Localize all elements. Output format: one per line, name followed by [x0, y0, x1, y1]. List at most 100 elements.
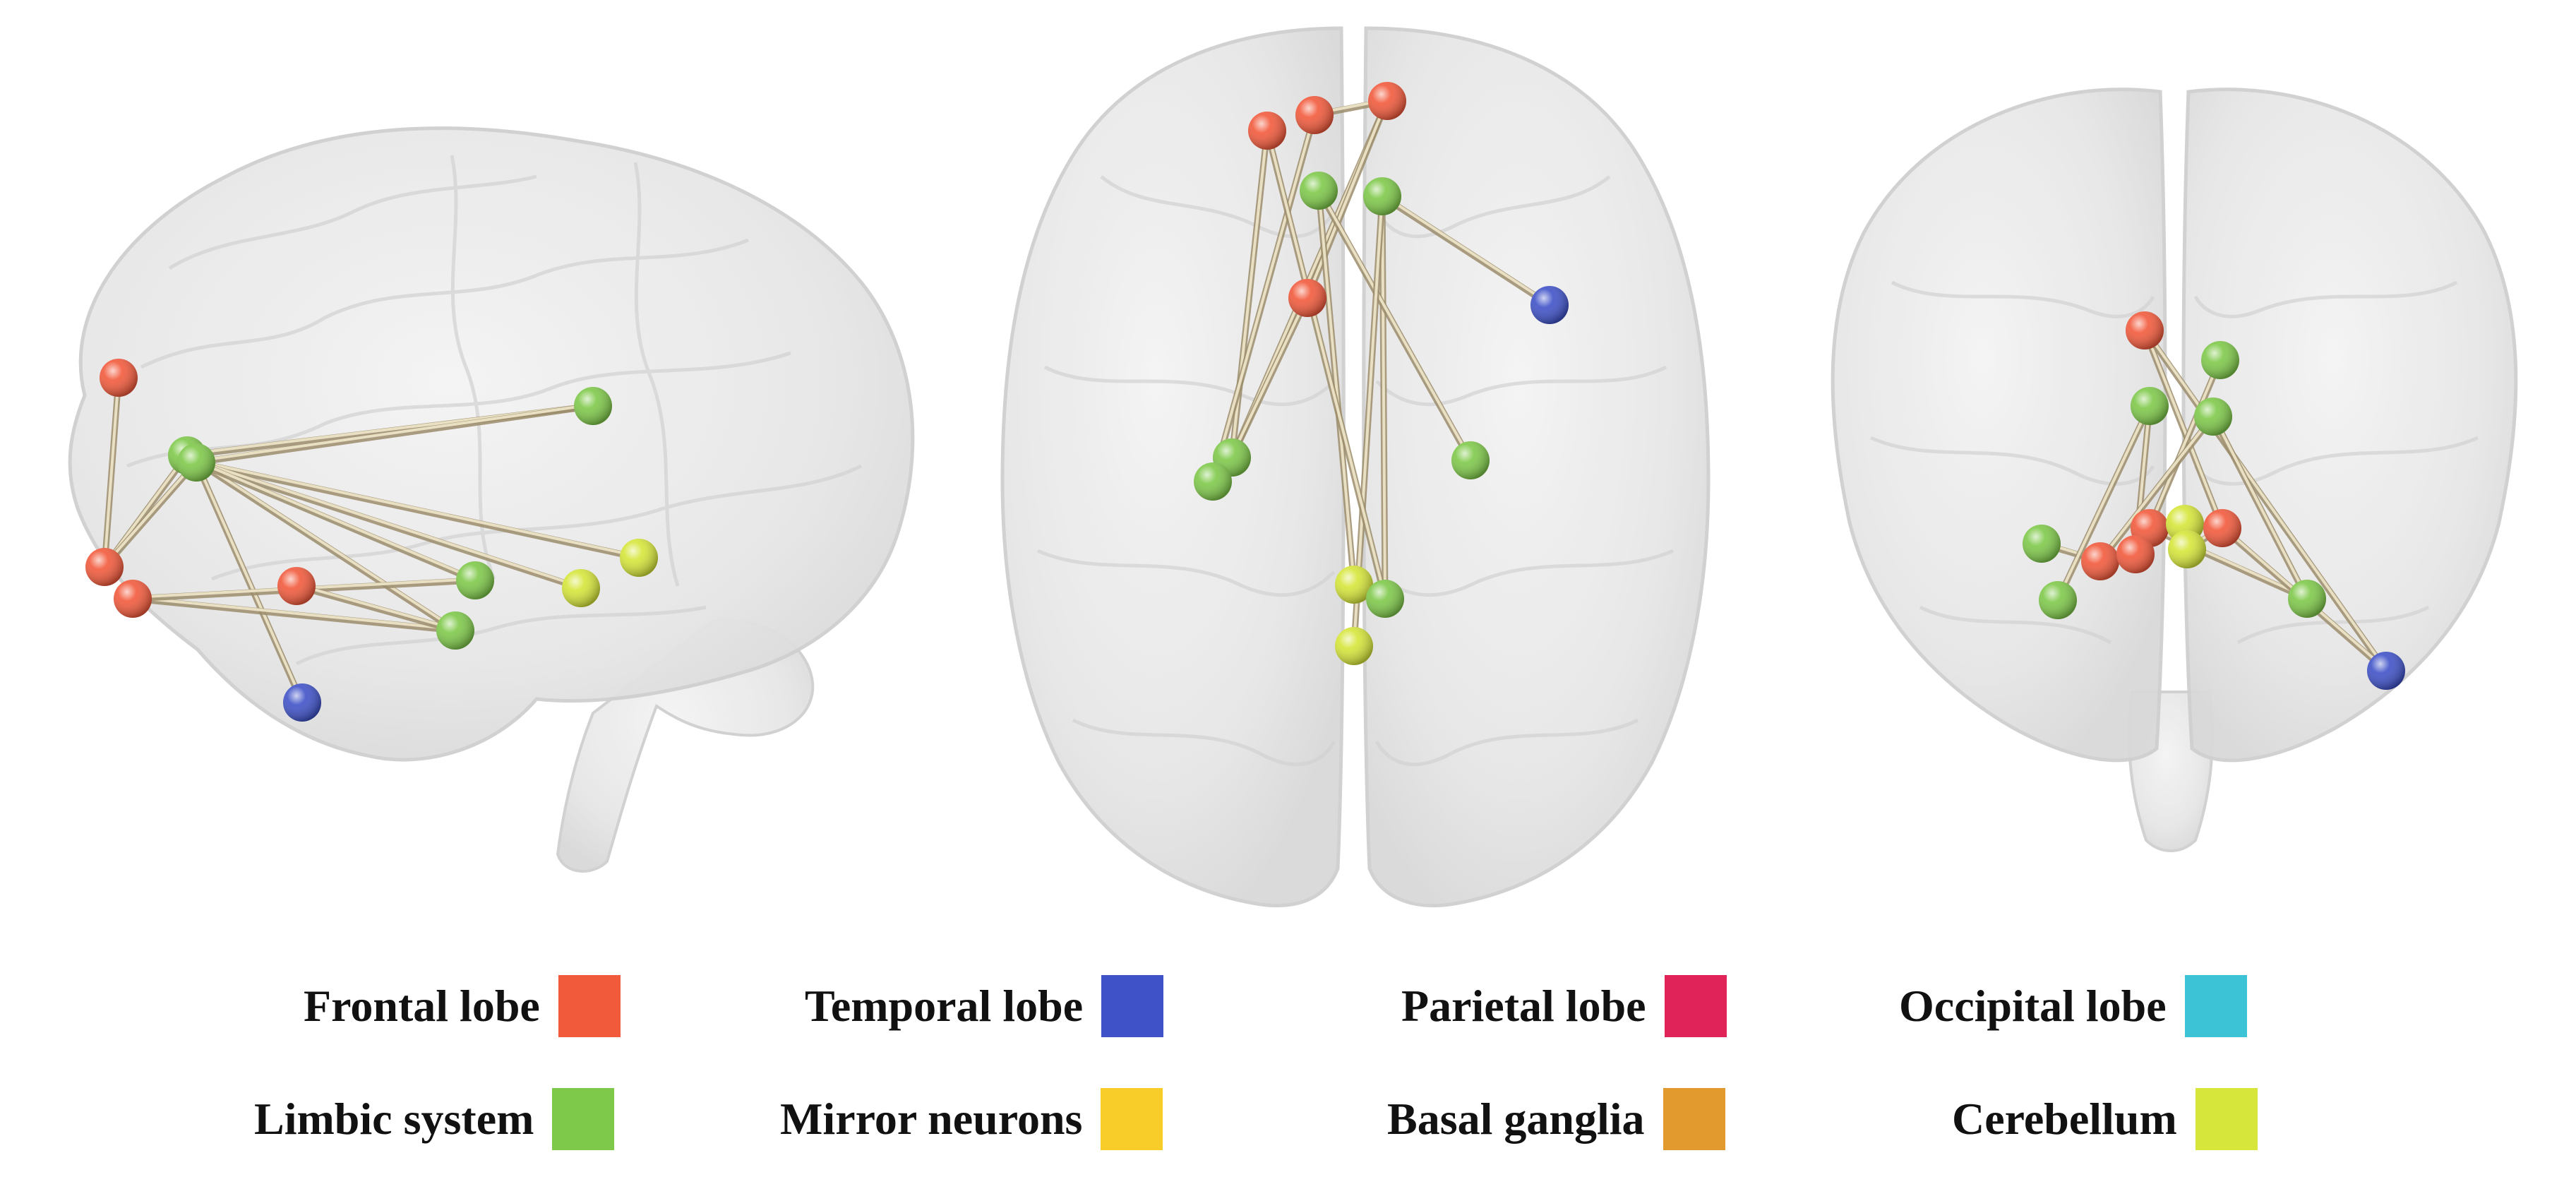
coronal-nodes — [2023, 311, 2405, 690]
right-hemisphere-coronal-shape — [2181, 88, 2518, 763]
node-shading — [85, 548, 124, 586]
legend-item-temporal: Temporal lobe — [805, 974, 1164, 1038]
connection-edge-highlight — [1211, 112, 1316, 482]
connection-edge-highlight — [195, 403, 594, 462]
legend-swatch — [2184, 975, 2247, 1037]
node-limbic — [1300, 172, 1338, 210]
node-shading — [2194, 398, 2232, 436]
legend-label: Cerebellum — [1952, 1094, 2177, 1144]
left-hemisphere-coronal-shape — [1831, 88, 2167, 763]
node-shading — [2081, 542, 2119, 580]
node-shading — [1530, 286, 1569, 324]
legend-label: Temporal lobe — [805, 981, 1084, 1031]
node-limbic — [2288, 580, 2326, 618]
connection-edge-highlight — [2099, 414, 2215, 561]
node-shading — [1194, 462, 1232, 501]
legend-item-mirror: Mirror neurons — [780, 1087, 1163, 1151]
node-shading — [1335, 627, 1373, 665]
legend-label: Basal ganglia — [1387, 1094, 1645, 1144]
node-cerebellum — [620, 539, 658, 577]
connection-edge-highlight — [1381, 193, 1551, 305]
node-temporal — [1530, 286, 1569, 324]
node-shading — [2131, 387, 2169, 425]
connection-edge-highlight — [1306, 98, 1389, 298]
connection-edge-highlight — [195, 460, 640, 558]
node-shading — [562, 569, 600, 607]
node-shading — [1288, 279, 1326, 317]
node-frontal — [277, 567, 316, 605]
node-frontal — [100, 359, 138, 397]
cerebrum-lateral-shape — [68, 126, 915, 762]
node-frontal — [1368, 82, 1406, 120]
axial-nodes — [1194, 82, 1569, 665]
right-hemisphere-axial-shape — [1362, 26, 1711, 908]
connection-edge-highlight — [1317, 188, 1472, 460]
node-shading — [2039, 581, 2077, 619]
node-limbic — [1366, 580, 1404, 618]
legend-label: Parietal lobe — [1401, 981, 1646, 1031]
node-frontal — [2203, 509, 2241, 547]
node-shading — [2023, 525, 2061, 563]
node-limbic — [2131, 387, 2169, 425]
coronal-gyri-texture — [1869, 280, 2479, 645]
connection-edge-highlight — [195, 460, 304, 703]
node-shading — [2168, 530, 2206, 568]
connection-edge-highlight — [103, 460, 198, 567]
connection-edge-highlight — [1381, 193, 1386, 599]
node-limbic — [574, 387, 612, 425]
node-shading — [1295, 96, 1334, 134]
node-frontal — [1288, 279, 1326, 317]
node-temporal — [2367, 652, 2405, 690]
node-shading — [277, 567, 316, 605]
node-shading — [1368, 82, 1406, 120]
sagittal-nodes — [85, 359, 658, 722]
node-shading — [2367, 652, 2405, 690]
node-shading — [283, 683, 321, 722]
legend-swatch — [552, 1088, 615, 1150]
legend-item-basal: Basal ganglia — [1387, 1087, 1725, 1151]
legend-label: Occipital lobe — [1899, 981, 2167, 1031]
sagittal-brain-view — [68, 126, 915, 873]
connection-edge-highlight — [2056, 403, 2151, 600]
node-frontal — [2116, 535, 2155, 573]
node-shading — [2201, 341, 2239, 379]
node-shading — [114, 580, 152, 618]
legend-swatch — [1664, 975, 1727, 1037]
axial-brain-view — [1000, 26, 1711, 908]
node-shading — [456, 561, 494, 599]
node-limbic — [177, 443, 215, 482]
connection-edge-highlight — [2148, 357, 2222, 528]
legend-label: Mirror neurons — [780, 1094, 1083, 1144]
legend-item-cerebellum: Cerebellum — [1952, 1087, 2258, 1151]
node-limbic — [1194, 462, 1232, 501]
node-cerebellum — [562, 569, 600, 607]
node-frontal — [1248, 112, 1286, 150]
legend-label: Frontal lobe — [304, 981, 540, 1031]
legend-swatch — [2195, 1088, 2258, 1150]
node-shading — [177, 443, 215, 482]
connection-edge-highlight — [2143, 328, 2224, 528]
node-temporal — [283, 683, 321, 722]
node-cerebellum — [1335, 566, 1373, 604]
legend-swatch — [1663, 1088, 1725, 1150]
connection-edge-highlight — [186, 453, 457, 631]
node-cerebellum — [2168, 530, 2206, 568]
node-frontal — [2126, 311, 2164, 349]
node-shading — [574, 387, 612, 425]
region-legend: Frontal lobe Temporal lobe Parietal lobe… — [0, 974, 2576, 1186]
legend-item-frontal: Frontal lobe — [304, 974, 621, 1038]
node-limbic — [456, 561, 494, 599]
legend-label: Limbic system — [254, 1094, 534, 1144]
node-shading — [436, 611, 474, 650]
node-frontal — [2081, 542, 2119, 580]
legend-item-occipital: Occipital lobe — [1899, 974, 2247, 1038]
node-frontal — [1295, 96, 1334, 134]
node-shading — [2116, 535, 2155, 573]
axial-gyri-texture — [1036, 175, 1675, 767]
node-shading — [100, 359, 138, 397]
connection-edge-highlight — [2143, 328, 2388, 671]
connection-edge-highlight — [1317, 188, 1355, 585]
legend-item-parietal: Parietal lobe — [1401, 974, 1727, 1038]
legend-item-limbic: Limbic system — [254, 1087, 615, 1151]
